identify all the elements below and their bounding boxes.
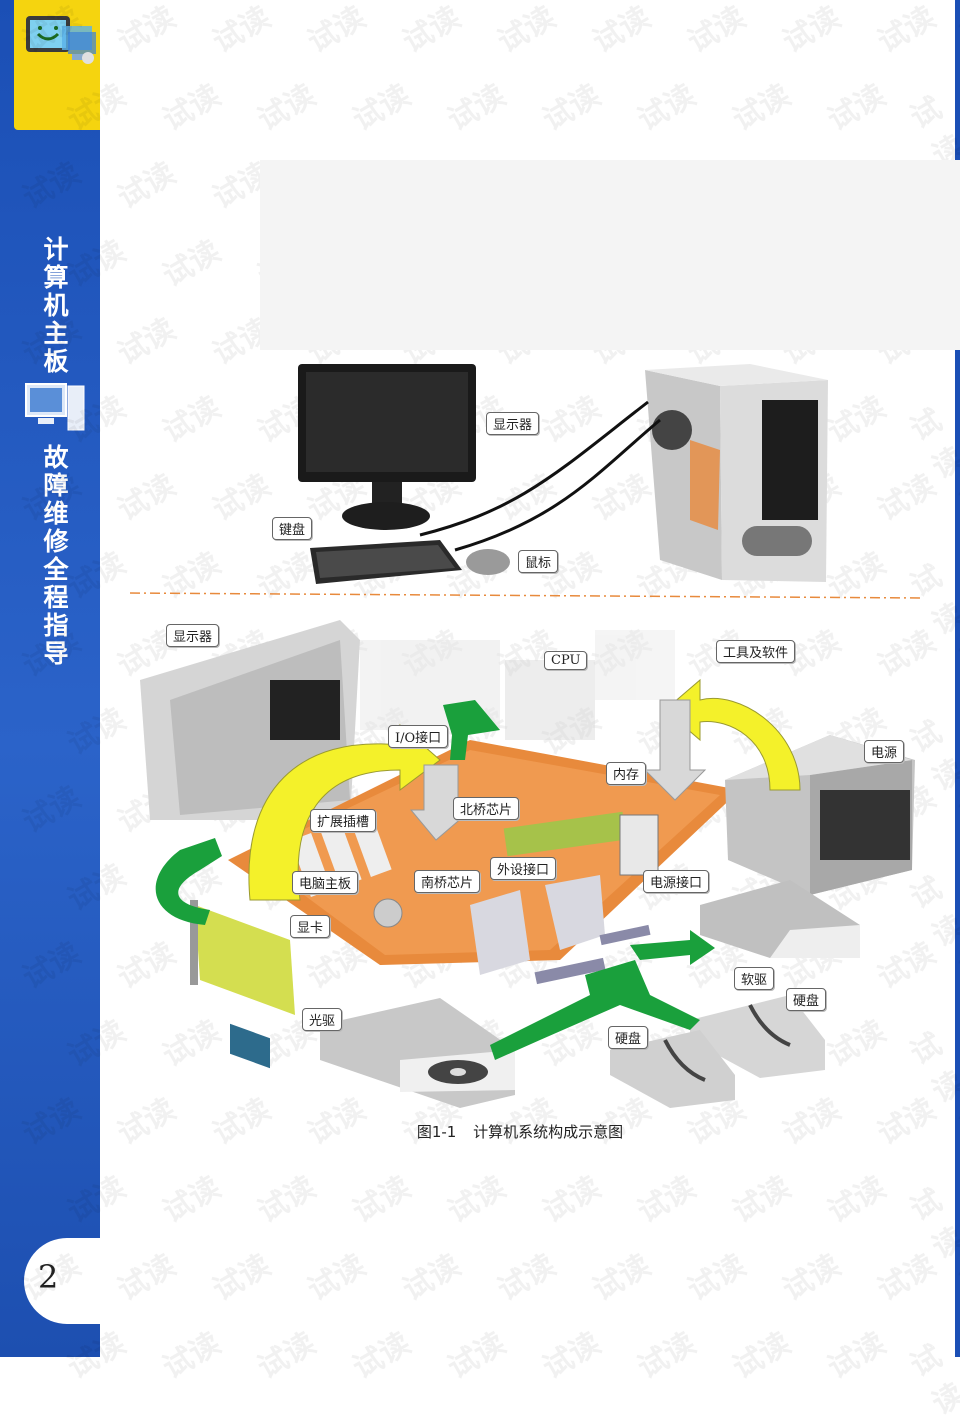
label-power: 电源	[864, 740, 905, 763]
connector-bar	[534, 957, 606, 985]
label-ext-port: 外设接口	[490, 857, 557, 880]
green-arrow-io	[443, 700, 500, 760]
yellow-arrow-power	[664, 678, 801, 791]
label-gpu: 显卡	[290, 915, 331, 938]
sidebar-title: 计 算 机 主 板	[43, 235, 69, 376]
label-tools: 工具及软件	[716, 640, 796, 663]
label-monitor: 显示器	[166, 624, 220, 647]
green-arrow-drives	[490, 960, 700, 1060]
cable	[454, 418, 661, 552]
label-keyboard: 键盘	[272, 517, 313, 540]
label-cpu: CPU	[544, 651, 588, 670]
figure-caption: 图1-1 计算机系统构成示意图	[0, 1121, 960, 1142]
monitor-top-image	[298, 364, 476, 530]
motherboard-surface	[250, 750, 720, 955]
green-arrow-gpu	[155, 838, 222, 925]
right-edge-strip	[955, 0, 960, 1357]
cable	[419, 400, 649, 537]
gray-arrow-memory	[643, 699, 707, 801]
cmos-battery	[373, 898, 403, 928]
power-connector	[619, 814, 659, 876]
keyboard-image	[310, 540, 462, 584]
computer-system-illustration	[129, 160, 960, 1108]
label-monitor-top: 显示器	[486, 412, 540, 435]
hard-disk-image-2	[610, 1030, 735, 1108]
pc-icon	[25, 383, 85, 431]
mouse-image	[466, 549, 510, 575]
label-memory: 内存	[606, 762, 647, 785]
dashed-divider	[129, 592, 921, 599]
label-mouse: 鼠标	[518, 550, 559, 573]
hard-disk-image-1	[690, 995, 825, 1078]
green-arrow-floppy	[630, 930, 715, 965]
page-number: 2	[38, 1258, 59, 1296]
label-io-port: I/O接口	[388, 725, 449, 748]
optical-drive-image	[320, 998, 515, 1108]
computer-logo-icon	[26, 16, 96, 64]
label-power-port: 电源接口	[643, 870, 710, 893]
caption-title: 计算机系统构成示意图	[473, 1123, 624, 1141]
label-floppy: 软驱	[734, 967, 775, 990]
label-hdd-2: 硬盘	[608, 1026, 649, 1049]
label-southbridge: 南桥芯片	[414, 870, 481, 893]
caption-number: 图1-1	[416, 1123, 457, 1141]
label-expansion-slot: 扩展插槽	[310, 809, 377, 832]
label-motherboard: 电脑主板	[292, 871, 359, 894]
label-northbridge: 北桥芯片	[453, 797, 520, 820]
sidebar: 计 算 机 主 板 故 障 维 修 全 程 指 导 2	[0, 0, 100, 1357]
label-optical: 光驱	[302, 1008, 343, 1031]
floppy-drive-image	[700, 880, 860, 958]
sidebar-subtitle: 故 障 维 修 全 程 指 导	[43, 443, 69, 668]
background-band	[260, 160, 960, 350]
ribbon-cable	[545, 875, 605, 950]
faded-components	[360, 630, 675, 740]
page-number-bg	[24, 1238, 100, 1324]
tower-case-image	[645, 364, 828, 582]
memory-module	[503, 811, 627, 857]
label-hdd-1: 硬盘	[786, 988, 827, 1011]
gpu-card-image	[190, 900, 295, 1069]
connector-bar	[599, 924, 651, 946]
ribbon-cable	[470, 890, 530, 975]
